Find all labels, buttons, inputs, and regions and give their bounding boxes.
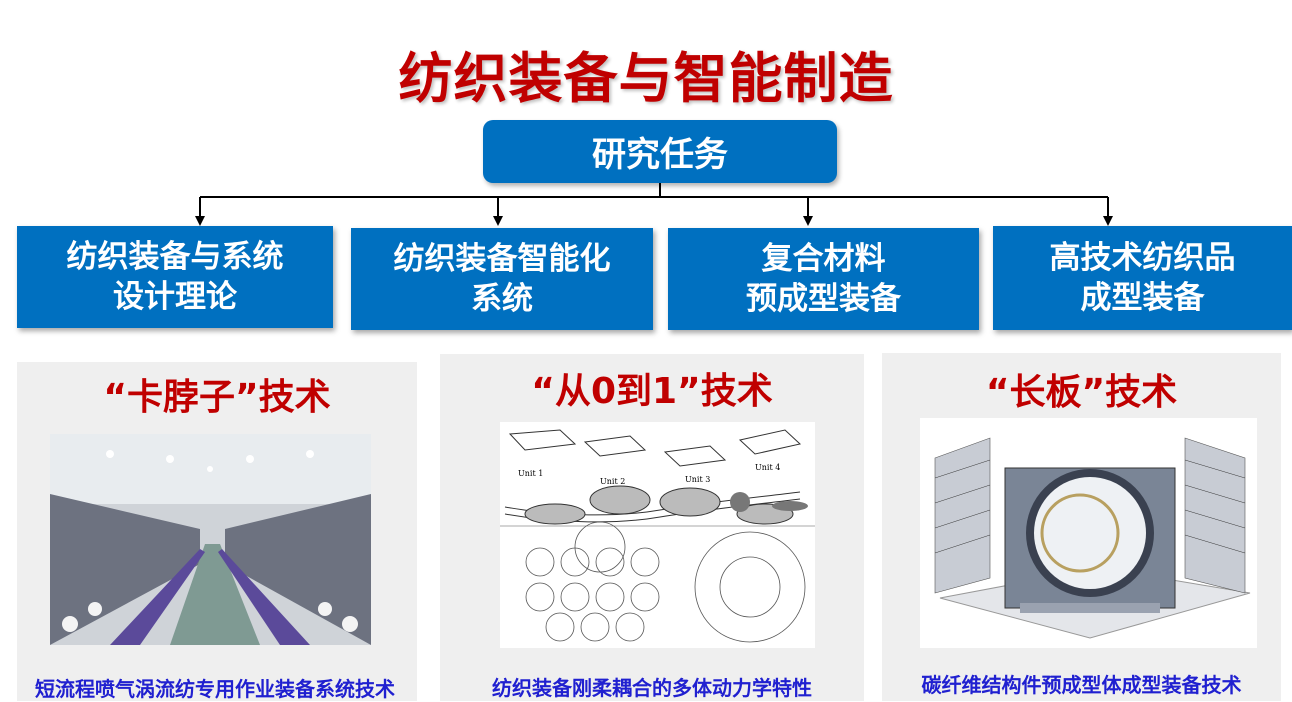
figure-label: Unit 4 — [755, 463, 780, 472]
task-line: 成型装备 — [1080, 280, 1205, 316]
task-line: 系统 — [471, 281, 533, 317]
panel-caption: 纺织装备刚柔耦合的多体动力学特性 — [492, 676, 812, 700]
task-line: 设计理论 — [113, 279, 237, 315]
figure-label: Unit 3 — [685, 475, 710, 484]
panel-caption: 短流程喷气涡流纺专用作业装备系统技术 — [35, 677, 395, 701]
task-box-3: 复合材料 预成型装备 — [668, 228, 979, 330]
task-box-1: 纺织装备与系统 设计理论 — [17, 226, 333, 328]
panel-heading: “长板”技术 — [985, 372, 1178, 413]
panel-heading: “从0到1”技术 — [531, 371, 773, 412]
figure-label: Unit 1 — [518, 469, 543, 478]
page-title: 纺织装备与智能制造 — [398, 47, 894, 110]
task-line: 复合材料 — [761, 241, 886, 277]
connector-lines — [195, 183, 1113, 226]
research-tasks-box: 研究任务 — [483, 120, 837, 183]
panel-caption: 碳纤维结构件预成型体成型装备技术 — [921, 673, 1242, 697]
task-line: 纺织装备智能化 — [393, 241, 611, 277]
figure-label: Unit 2 — [600, 477, 625, 486]
multibody-dynamics-figure: Unit 1 Unit 2 Unit 3 Unit 4 — [500, 422, 815, 648]
task-box-4: 高技术纺织品 成型装备 — [993, 226, 1292, 330]
task-line: 预成型装备 — [746, 281, 901, 317]
task-line: 纺织装备与系统 — [66, 239, 284, 275]
task-box-2: 纺织装备智能化 系统 — [351, 228, 653, 330]
task-line: 高技术纺织品 — [1049, 240, 1236, 276]
panel-heading: “卡脖子”技术 — [103, 377, 331, 418]
preform-equipment-render — [920, 418, 1257, 648]
spinning-mill-photo — [50, 434, 371, 645]
